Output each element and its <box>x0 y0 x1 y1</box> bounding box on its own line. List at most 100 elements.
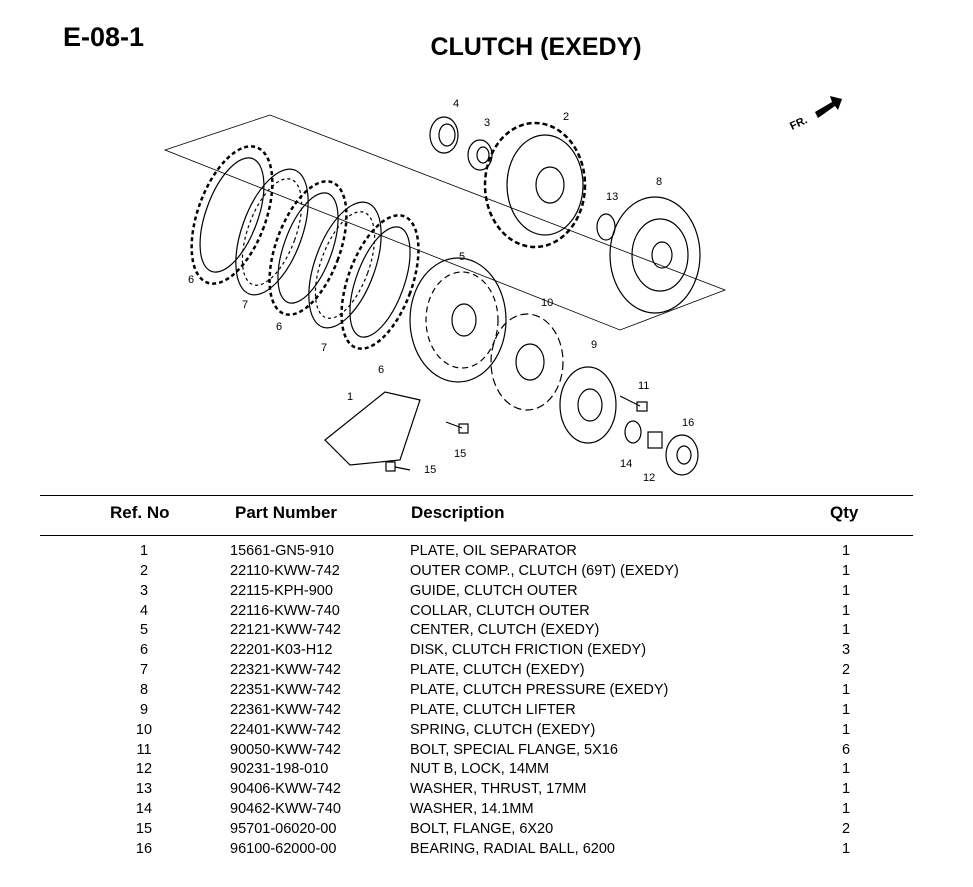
table-top-rule <box>40 495 913 496</box>
callout-label: 2 <box>563 111 569 123</box>
description-cell: PLATE, OIL SEPARATOR <box>410 543 577 559</box>
description-cell: BOLT, SPECIAL FLANGE, 5X16 <box>410 741 618 758</box>
qty-cell: 1 <box>841 701 851 718</box>
qty-cell: 1 <box>841 562 851 579</box>
ref-no-cell: 1 <box>139 543 149 559</box>
ref-no-cell: 11 <box>136 741 152 758</box>
qty-cell: 1 <box>841 582 851 599</box>
front-direction-arrow-icon <box>815 96 842 118</box>
callout-label: 9 <box>591 339 597 351</box>
qty-cell: 3 <box>841 642 851 659</box>
collar-icon <box>429 116 459 154</box>
ref-no-cell: 3 <box>139 582 149 599</box>
clutch-spring-icon <box>490 313 564 411</box>
callout-label: 16 <box>682 417 694 429</box>
callout-label: 11 <box>638 380 649 392</box>
table-row: 11 90050-KWW-742 BOLT, SPECIAL FLANGE, 5X1… <box>0 741 973 761</box>
qty-cell: 1 <box>841 781 851 798</box>
flange-bolt-icon <box>385 461 411 472</box>
callout-label: 4 <box>453 98 459 110</box>
ref-no-cell: 8 <box>139 682 149 699</box>
part-number-cell: 22361-KWW-742 <box>230 701 341 718</box>
ref-no-cell: 14 <box>135 801 153 818</box>
clutch-center-icon <box>409 257 507 383</box>
clutch-outer-icon <box>483 121 587 249</box>
part-number-cell: 95701-06020-00 <box>230 821 337 838</box>
page-code: E-08-1 <box>63 22 145 52</box>
description-cell: SPRING, CLUTCH (EXEDY) <box>410 721 596 738</box>
callout-label: 15 <box>424 464 436 476</box>
bearing-icon <box>665 434 699 476</box>
guide-icon <box>467 139 493 171</box>
part-number-cell: 15661-GN5-910 <box>230 543 334 559</box>
description-cell: PLATE, CLUTCH PRESSURE (EXEDY) <box>410 682 669 699</box>
description-cell: BEARING, RADIAL BALL, 6200 <box>410 840 615 857</box>
description-cell: PLATE, CLUTCH (EXEDY) <box>410 662 585 679</box>
assembly-outline <box>163 114 727 331</box>
qty-cell: 1 <box>841 721 851 738</box>
part-number-cell: 90406-KWW-742 <box>230 781 341 798</box>
ref-no-cell: 7 <box>139 662 149 679</box>
part-number-cell: 90231-198-010 <box>230 761 329 778</box>
ref-no-cell: 12 <box>135 761 153 778</box>
friction-disk-icon <box>190 145 274 285</box>
description-cell: COLLAR, CLUTCH OUTER <box>410 602 590 619</box>
ref-no-cell: 6 <box>139 642 149 659</box>
flange-bolt-icon <box>445 421 469 434</box>
pressure-plate-icon <box>609 196 701 314</box>
callout-label: 14 <box>620 458 632 470</box>
qty-cell: 1 <box>841 682 851 699</box>
callout-label: 6 <box>276 321 282 333</box>
description-cell: GUIDE, CLUTCH OUTER <box>410 582 578 599</box>
ref-no-cell: 15 <box>135 821 153 838</box>
friction-disk-icon <box>340 214 420 350</box>
ref-no-cell: 13 <box>135 781 153 798</box>
description-cell: WASHER, 14.1MM <box>410 801 534 818</box>
qty-cell: 1 <box>841 622 851 639</box>
part-number-cell: 96100-62000-00 <box>230 840 337 857</box>
header-qty: Qty <box>830 503 859 522</box>
direction-label: FR. <box>788 114 809 132</box>
lock-nut-icon <box>647 431 663 449</box>
part-number-cell: 90050-KWW-742 <box>230 741 341 758</box>
clutch-plate-icon <box>308 201 382 329</box>
description-cell: CENTER, CLUTCH (EXEDY) <box>410 622 600 639</box>
part-number-cell: 22121-KWW-742 <box>230 622 341 639</box>
callout-label: 12 <box>643 472 655 484</box>
header-description: Description <box>411 503 505 522</box>
callout-label: 5 <box>459 251 465 263</box>
callout-label: 1 <box>347 391 353 403</box>
header-ref-no: Ref. No <box>110 503 170 522</box>
callout-label: 7 <box>321 342 327 354</box>
header-part-number: Part Number <box>235 503 338 522</box>
part-number-cell: 22401-KWW-742 <box>230 721 341 738</box>
clutch-plate-icon <box>235 168 309 296</box>
ref-no-cell: 4 <box>139 602 149 619</box>
callout-label: 13 <box>606 191 618 203</box>
exploded-parts-diagram: FR. 4 3 2 13 8 6 7 6 7 6 5 10 9 11 1 15 … <box>163 96 842 484</box>
callout-label: 7 <box>242 299 248 311</box>
description-cell: OUTER COMP., CLUTCH (69T) (EXEDY) <box>410 562 679 579</box>
callout-label: 3 <box>484 117 490 129</box>
part-number-cell: 22110-KWW-742 <box>230 562 340 579</box>
qty-cell: 1 <box>841 801 851 818</box>
washer-icon <box>624 420 642 444</box>
lifter-plate-icon <box>559 366 617 444</box>
description-cell: WASHER, THRUST, 17MM <box>410 781 587 798</box>
table-row: 13 90406-KWW-742 WASHER, THRUST, 17MM 1 <box>0 780 973 800</box>
part-number-cell: 22201-K03-H12 <box>230 642 333 659</box>
qty-cell: 2 <box>841 821 851 838</box>
page-title: CLUTCH (EXEDY) <box>430 33 642 61</box>
table-header-rule <box>40 535 913 536</box>
